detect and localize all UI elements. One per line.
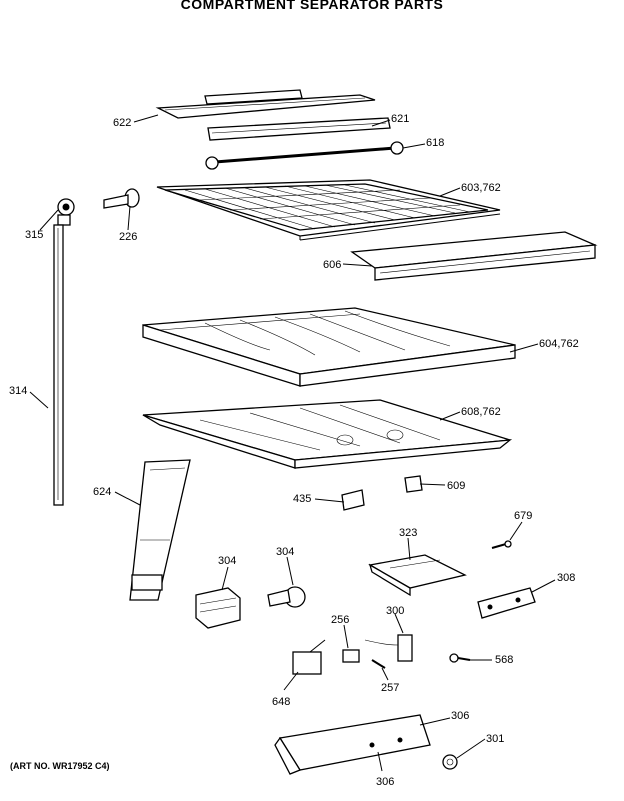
part-301-nut bbox=[442, 754, 458, 770]
part-679-screw bbox=[491, 540, 512, 549]
part-314-rod bbox=[53, 224, 64, 506]
label-622: 622 bbox=[113, 117, 131, 129]
leader-lines bbox=[29, 114, 556, 772]
label-609: 609 bbox=[447, 480, 465, 492]
part-256-connector bbox=[342, 649, 360, 663]
label-679: 679 bbox=[514, 510, 532, 522]
part-304-knob bbox=[267, 586, 306, 608]
label-315: 315 bbox=[25, 229, 43, 241]
label-648: 648 bbox=[272, 696, 290, 708]
part-608-pan bbox=[142, 399, 513, 469]
part-257-screw bbox=[371, 659, 386, 669]
part-622-cover bbox=[155, 89, 376, 119]
part-648-switch bbox=[292, 639, 326, 675]
label-301: 301 bbox=[486, 733, 504, 745]
part-304-housing bbox=[195, 587, 241, 629]
label-618: 618 bbox=[426, 137, 444, 149]
label-306-bottom: 306 bbox=[376, 776, 394, 788]
part-323-housing bbox=[368, 554, 467, 597]
label-608: 608,762 bbox=[461, 406, 501, 418]
label-257: 257 bbox=[381, 682, 399, 694]
page-title: COMPARTMENT SEPARATOR PARTS bbox=[180, 0, 444, 12]
part-315-hinge bbox=[57, 198, 75, 226]
part-609-clip bbox=[404, 475, 423, 493]
part-624-bracket bbox=[129, 459, 191, 601]
label-256: 256 bbox=[331, 614, 349, 626]
part-604-pan-cover bbox=[142, 307, 516, 387]
label-304-housing: 304 bbox=[218, 555, 236, 567]
label-568: 568 bbox=[495, 654, 513, 666]
part-568-screw bbox=[449, 653, 471, 663]
label-314: 314 bbox=[9, 385, 27, 397]
label-621: 621 bbox=[391, 113, 409, 125]
label-226: 226 bbox=[119, 231, 137, 243]
label-624: 624 bbox=[93, 486, 111, 498]
art-number: (ART NO. WR17952 C4) bbox=[10, 761, 110, 771]
part-618-rod bbox=[205, 141, 404, 170]
label-304-knob: 304 bbox=[276, 546, 294, 558]
label-606: 606 bbox=[323, 259, 341, 271]
part-300-sensor bbox=[364, 634, 413, 662]
part-308-bracket bbox=[477, 587, 536, 619]
label-603: 603,762 bbox=[461, 182, 501, 194]
part-606-panel bbox=[350, 231, 598, 281]
label-435: 435 bbox=[293, 493, 311, 505]
label-306-bracket: 306 bbox=[451, 710, 469, 722]
label-323: 323 bbox=[399, 527, 417, 539]
part-621-bracket bbox=[207, 117, 391, 141]
part-226-knob bbox=[103, 188, 140, 209]
label-604: 604,762 bbox=[539, 338, 579, 350]
part-435-clip bbox=[341, 489, 365, 511]
label-308: 308 bbox=[557, 572, 575, 584]
part-306-bracket bbox=[274, 714, 431, 775]
label-300: 300 bbox=[386, 605, 404, 617]
part-603-wire-shelf bbox=[156, 179, 501, 241]
